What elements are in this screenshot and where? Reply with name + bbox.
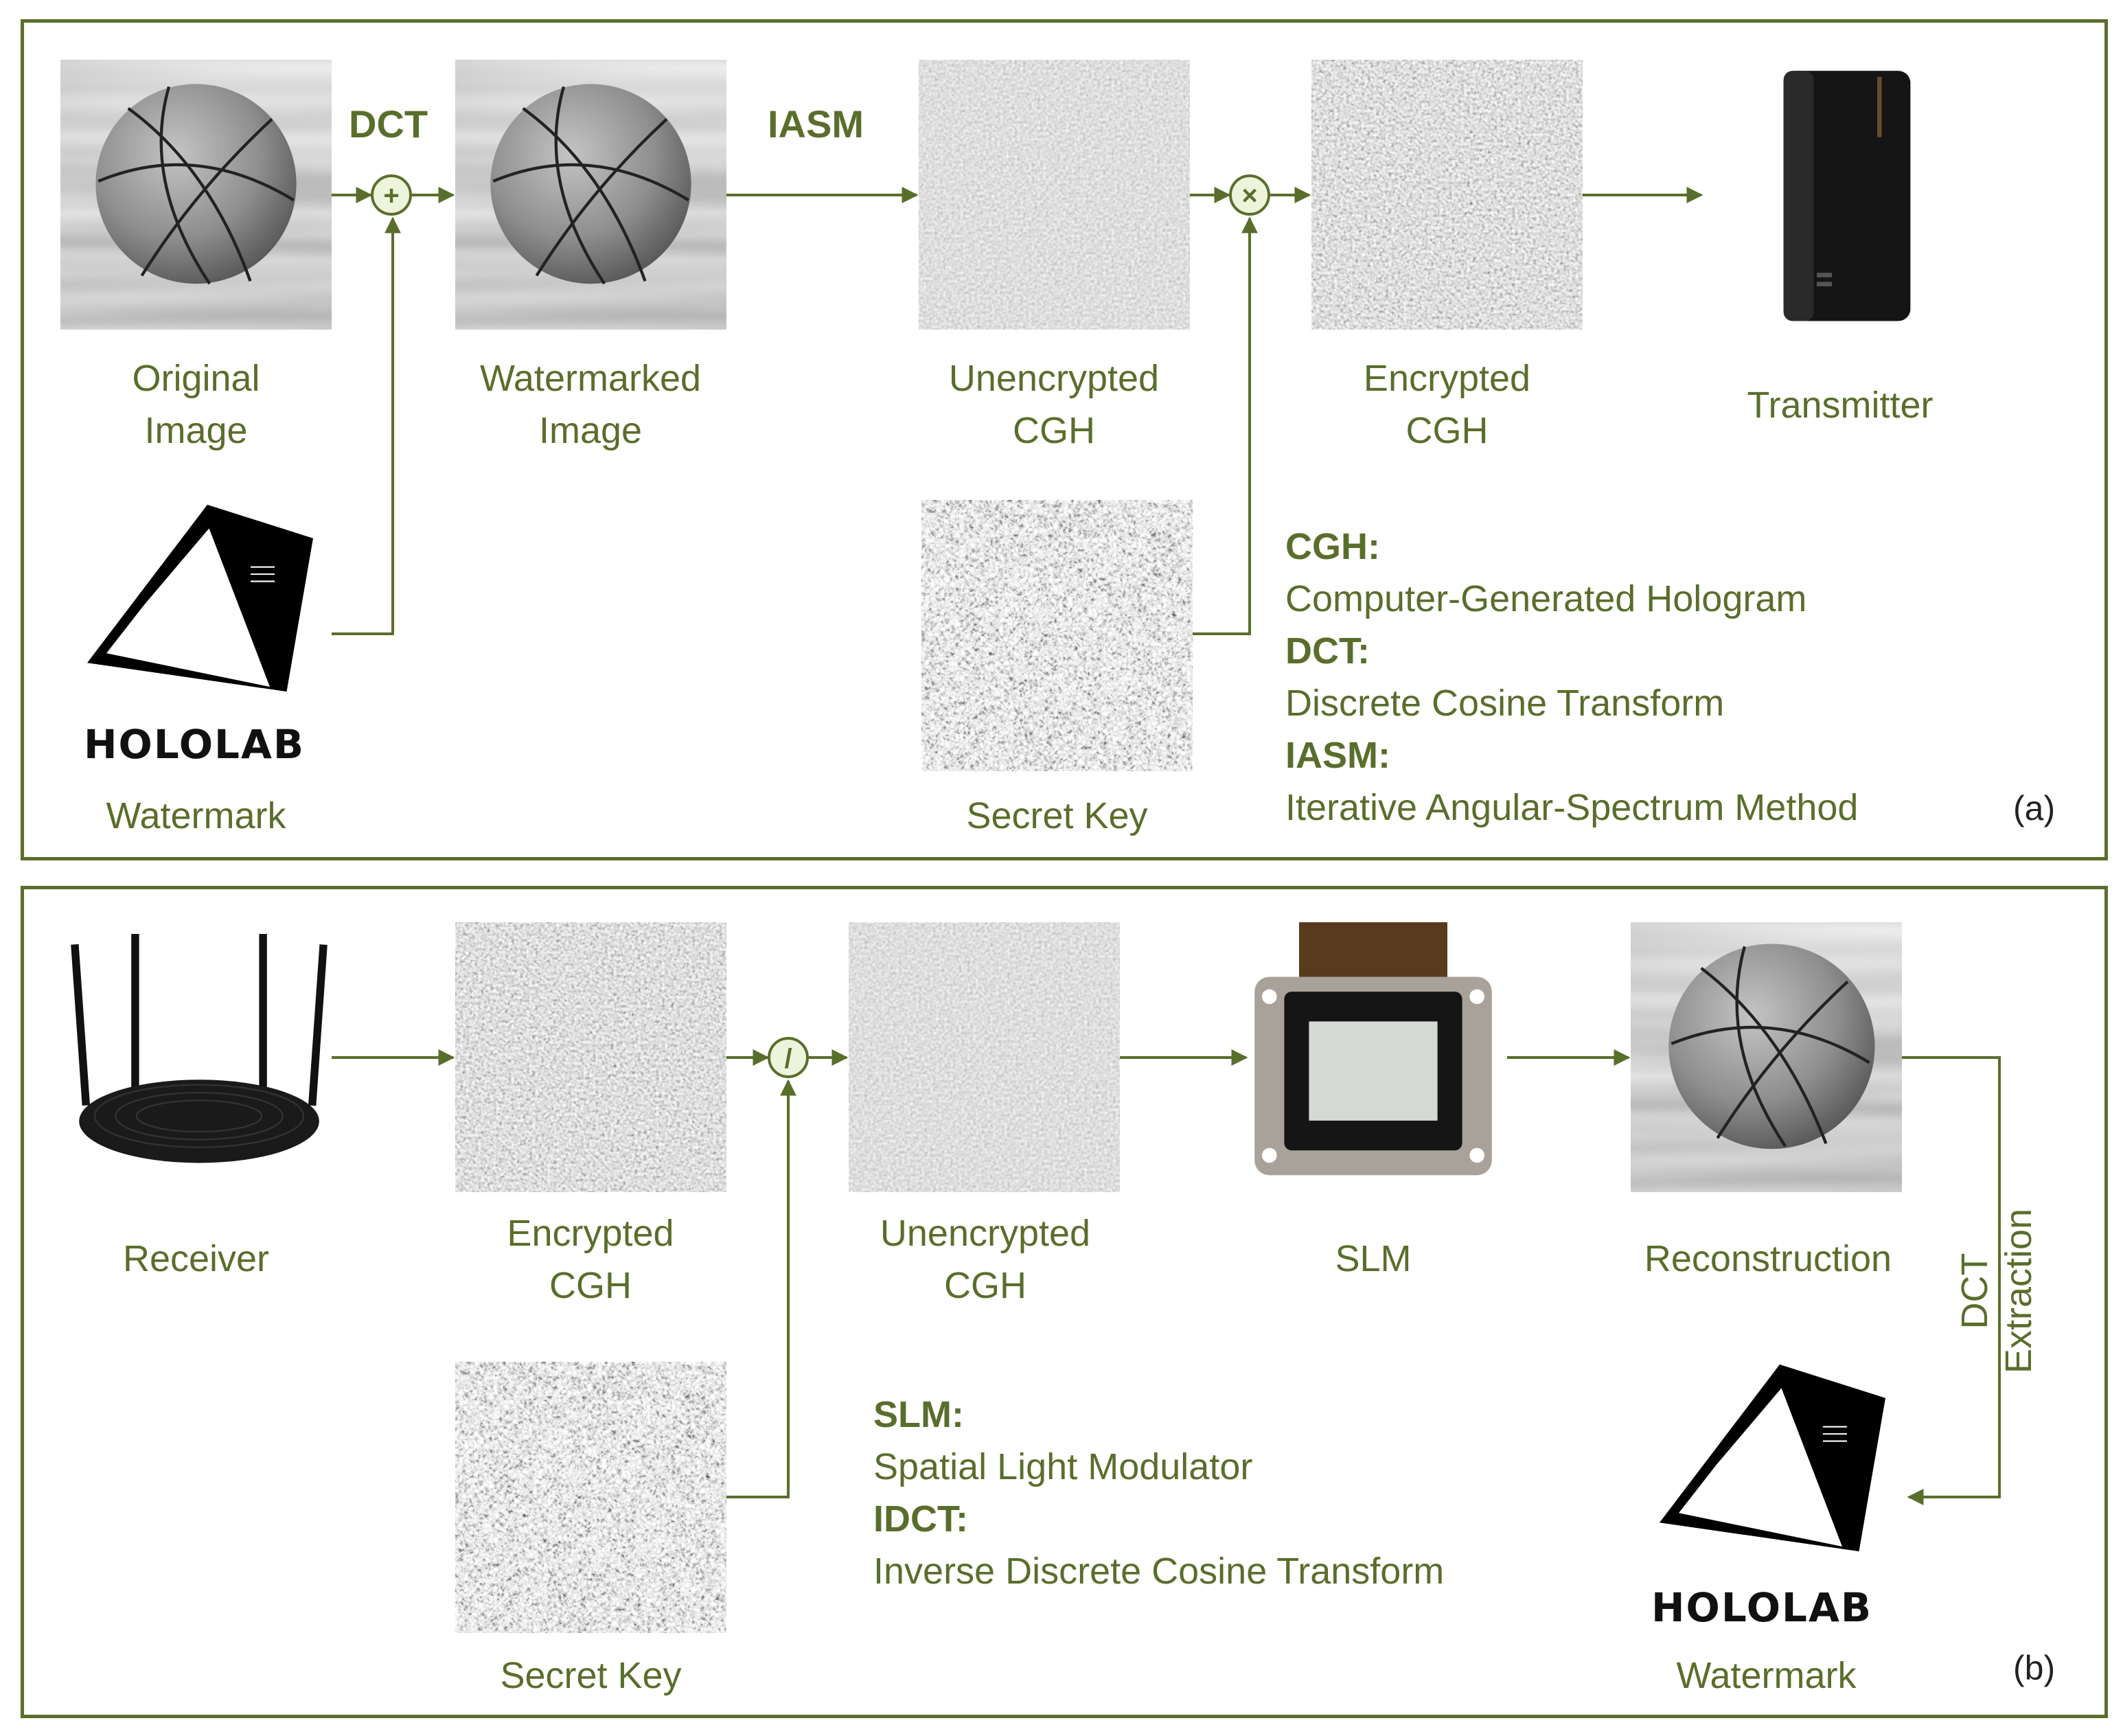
panel-a <box>21 19 2108 860</box>
unencrypted-cgh-image <box>919 60 1190 330</box>
watermark-logo-b <box>1655 1360 1895 1566</box>
secret-key-image-a <box>921 500 1193 771</box>
transmitter-device <box>1771 62 1923 333</box>
dct-op-label: DCT <box>349 102 428 146</box>
glossary-b: SLM: Spatial Light Modulator IDCT: Inver… <box>873 1389 1444 1597</box>
secret-key-label-a: Secret Key <box>966 795 1148 836</box>
panel-a-label: (a) <box>2013 789 2056 827</box>
transmitter-label: Transmitter <box>1747 385 1933 426</box>
watermark-label-a: Watermark <box>106 795 286 836</box>
watermark-logo-text-a: HOLOLAB <box>84 721 306 768</box>
watermarked-image <box>455 60 726 330</box>
glossary-term: DCT: <box>1285 630 1370 672</box>
glossary-definition: Iterative Angular-Spectrum Method <box>1285 787 1859 828</box>
unencrypted-cgh-image-b <box>849 922 1120 1192</box>
glossary-a: CGH: Computer-Generated Hologram DCT: Di… <box>1285 521 1858 834</box>
iasm-op-label: IASM <box>768 102 864 146</box>
watermark-logo-a <box>82 500 323 706</box>
receiver-label: Receiver <box>122 1238 270 1279</box>
secret-key-label-b: Secret Key <box>500 1655 682 1696</box>
watermark-label-b: Watermark <box>1676 1655 1857 1696</box>
encrypted-cgh-image <box>1311 60 1583 330</box>
reconstruction-label: Reconstruction <box>1644 1238 1892 1279</box>
panel-b-label: (b) <box>2013 1649 2056 1687</box>
slm-label: SLM <box>1335 1238 1412 1279</box>
glossary-definition: Discrete Cosine Transform <box>1285 683 1725 724</box>
slm-device <box>1250 922 1497 1190</box>
glossary-term: SLM: <box>873 1394 964 1435</box>
encrypted-cgh-image-b <box>455 922 726 1192</box>
glossary-term: IDCT: <box>873 1498 968 1540</box>
glossary-definition: Inverse Discrete Cosine Transform <box>873 1551 1445 1592</box>
receiver-device <box>69 934 330 1181</box>
secret-key-image-b <box>455 1362 726 1633</box>
glossary-definition: Computer-Generated Hologram <box>1285 578 1807 619</box>
glossary-term: CGH: <box>1285 526 1380 567</box>
original-image <box>60 60 332 330</box>
glossary-definition: Spatial Light Modulator <box>873 1446 1253 1487</box>
glossary-term: IASM: <box>1285 735 1390 776</box>
reconstruction-image <box>1631 922 1902 1192</box>
watermark-logo-text-b: HOLOLAB <box>1651 1584 1873 1631</box>
panel-b <box>21 886 2108 1718</box>
